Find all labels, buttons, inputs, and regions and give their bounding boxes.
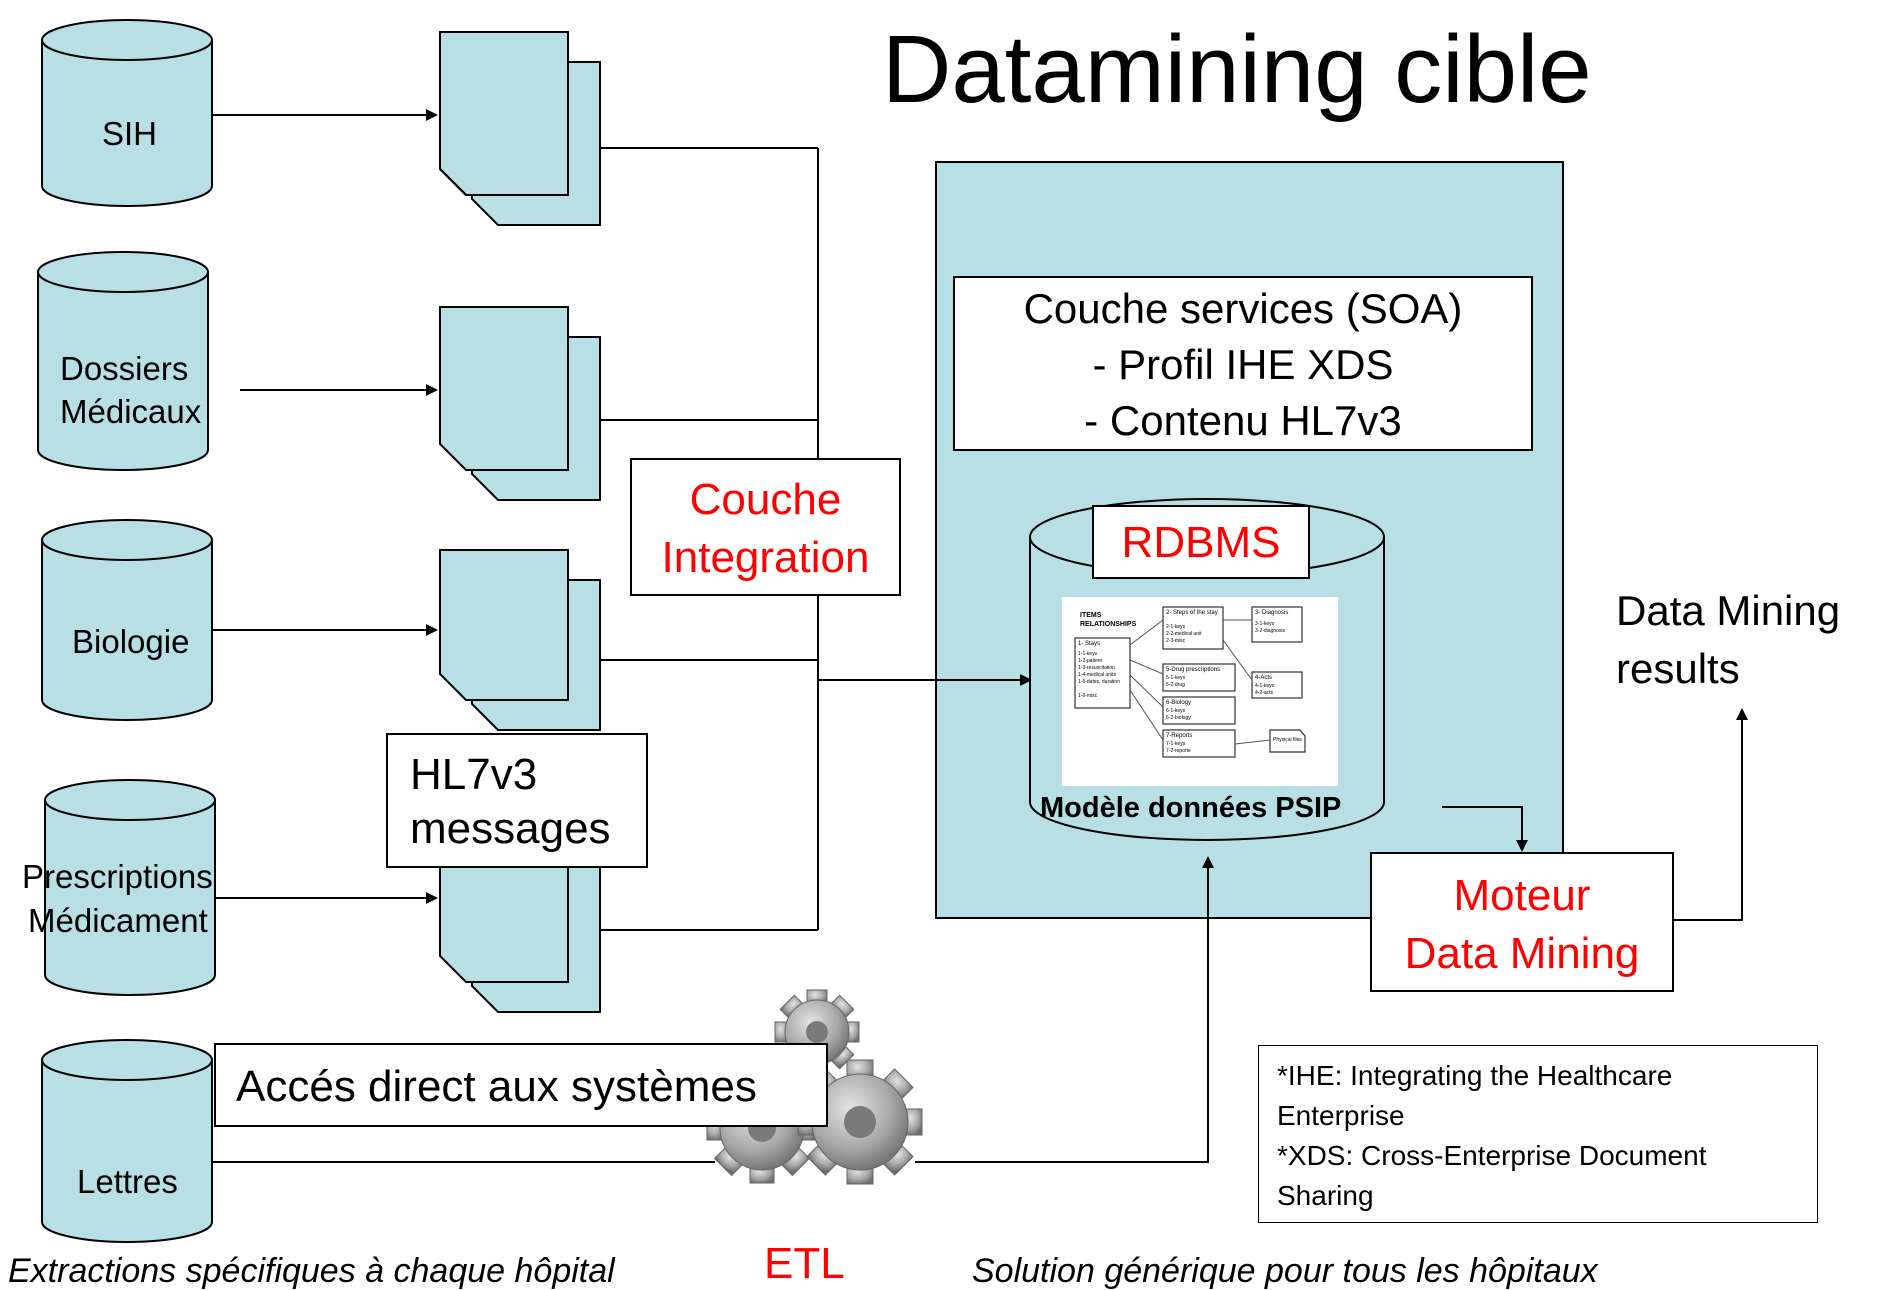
dossiers-label-line2: Médicaux [60,393,202,430]
schema-reports-row: 7-1-keys [1166,741,1186,747]
footnote-line3: *XDS: Cross-Enterprise Document [1277,1140,1707,1171]
dossiers-label-line1: Dossiers [60,350,189,387]
schema-biology-row: 6-1-keys [1166,708,1186,714]
schema-files-label: Physical files [1273,737,1302,743]
schema-stays-row: 1-1-keys [1078,651,1098,657]
caption-right: Solution générique pour tous les hôpitau… [972,1252,1598,1290]
schema-biology-title: 6-Biology [1166,700,1192,706]
model-to-moteur-arrow [1442,806,1528,852]
prescriptions-database-cylinder [44,779,216,996]
hl7v3-messages-line2: messages [410,804,611,853]
schema-stays-title: 1- Stays [1078,641,1101,647]
model-label: Modèle données PSIP [1040,792,1342,824]
schema-physical-files [1269,729,1306,753]
schema-entity-stays [1074,637,1131,709]
sih-database-cylinder [41,19,213,207]
schema-relations [1129,619,1271,745]
schema-steps-row: 2-1-keys [1166,624,1186,630]
sih-document-stack [439,31,601,226]
footnote-line2: Enterprise [1277,1100,1405,1131]
services-layer-line3: - Contenu HL7v3 [1084,397,1402,444]
footnote-line1: *IHE: Integrating the Healthcare [1277,1060,1673,1091]
schema-acts-row: 4-2-acts [1255,690,1274,696]
schema-diagnosis-title: 3- Diagnosis [1255,610,1289,616]
schema-stays-row: 1-4-medical units [1078,672,1117,678]
dossiers-document-stack [439,306,601,501]
schema-header-line1: ITEMS [1080,612,1102,619]
schema-reports-title: 7-Reports [1166,733,1193,739]
schema-drugs-row: 5-2-drug [1166,682,1185,688]
rdbms-label-box: RDBMS [1092,505,1310,579]
prescriptions-label-line2: Médicament [28,902,208,939]
schema-stays-row: 1-6-misc [1078,693,1098,699]
biologie-database-cylinder [41,519,213,721]
footnote-box: *IHE: Integrating the Healthcare Enterpr… [1258,1045,1818,1223]
schema-entity-drugs [1162,663,1236,692]
integration-layer-line1: Couche [689,475,842,524]
services-layer-box: Couche services (SOA) - Profil IHE XDS -… [953,276,1533,451]
schema-steps-row: 2-2-medical unit [1166,631,1202,637]
services-layer-line2: - Profil IHE XDS [1092,341,1394,388]
schema-stays-row: 1-3-resuscitation [1078,665,1115,671]
schema-diagnosis-row: 3-2-diagnosis [1255,628,1286,634]
rdbms-label: RDBMS [1121,518,1281,567]
results-label-line1: Data Mining [1616,587,1841,634]
lettres-database-cylinder [41,1039,213,1243]
biologie-label: Biologie [72,623,190,660]
moteur-to-results-arrow [1674,708,1748,921]
caption-left: Extractions spécifiques à chaque hôpital [8,1252,615,1290]
schema-drugs-row: 5-1-keys [1166,675,1186,681]
schema-entity-steps [1162,606,1224,650]
schema-header-line2: RELATIONSHIPS [1080,621,1137,628]
schema-entity-biology [1162,696,1236,725]
dossiers-database-cylinder [37,251,209,471]
schema-acts-title: 4-Acts [1255,675,1273,681]
results-label-line2: results [1616,645,1740,692]
lettres-label: Lettres [77,1163,178,1200]
integration-layer-line2: Integration [661,533,870,582]
schema-entity-boxes [1074,606,1306,758]
schema-entity-diagnosis [1251,606,1303,643]
schema-entity-acts [1251,671,1303,699]
direct-access-label: Accés direct aux systèmes [236,1062,757,1111]
etl-to-rdbms-arrow [915,856,1214,1163]
data-mining-engine-line2: Data Mining [1404,929,1640,978]
schema-drugs-title: 5-Drug prescriptions [1166,667,1221,673]
schema-acts-row: 4-1-keys [1255,683,1275,689]
services-layer-line1: Couche services (SOA) [1023,285,1463,332]
prescriptions-label-line1: Prescriptions [22,858,213,895]
hl7v3-messages-line1: HL7v3 [410,750,538,799]
direct-access-box: Accés direct aux systèmes [214,1043,828,1127]
page-title: Datamining cible [882,16,1592,123]
schema-stays-row: 1-5-dates, duration [1078,679,1120,685]
schema-biology-row: 6-2-biology [1166,715,1191,721]
footnote-line4: Sharing [1277,1180,1374,1211]
schema-stays-row: 1-2-patient [1078,658,1102,664]
schema-reports-row: 7-2-reports [1166,748,1191,754]
schema-diagnosis-row: 3-1-keys [1255,621,1275,627]
hl7v3-messages-box: HL7v3 messages [386,733,648,868]
sih-label: SIH [102,115,158,152]
data-mining-engine-line1: Moteur [1453,871,1591,920]
integration-layer-box: Couche Integration [630,458,901,596]
schema-steps-title: 2- Steps of the stay [1166,610,1218,616]
schema-steps-row: 2-3-misc [1166,638,1186,644]
data-mining-engine-box: Moteur Data Mining [1370,852,1674,992]
biologie-document-stack [439,549,601,731]
etl-label: ETL [764,1239,845,1288]
